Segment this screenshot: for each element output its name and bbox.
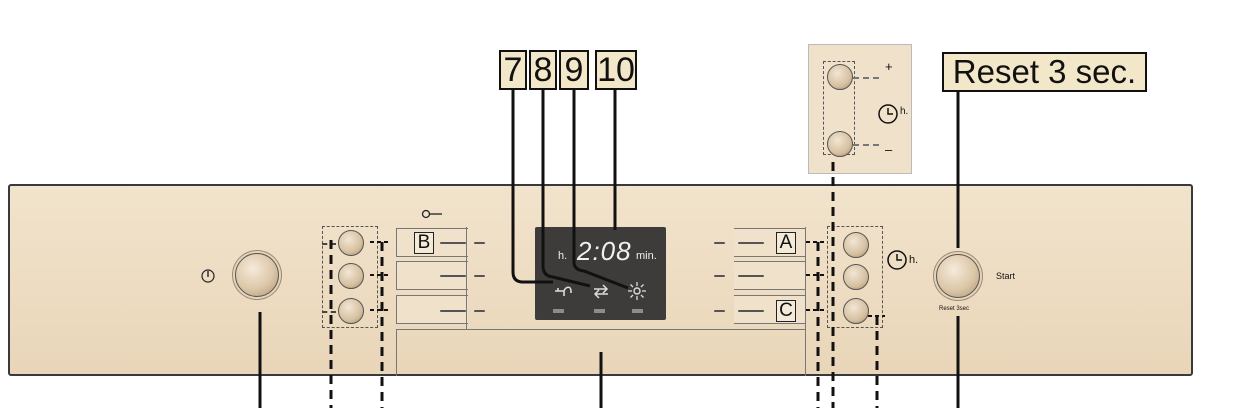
group-tick	[322, 311, 336, 313]
display-time: 2:08	[577, 236, 632, 266]
indicator-line	[738, 275, 764, 277]
right-button-group	[827, 226, 883, 328]
callout-7: 7	[499, 50, 527, 90]
tap-icon	[555, 286, 572, 296]
left-button-group	[322, 226, 378, 328]
power-icon	[201, 269, 215, 283]
display-indicator	[632, 309, 643, 313]
indicator-line	[440, 310, 466, 312]
lower-plate	[396, 329, 806, 376]
inset-minus-label: –	[885, 142, 893, 157]
inset-plus-label: +	[885, 59, 893, 74]
label-a: A	[776, 232, 796, 254]
display-indicator	[553, 309, 564, 313]
indicator-led	[474, 242, 485, 244]
timer-unit-label: h.	[909, 254, 919, 266]
callout-reset: Reset 3 sec.	[942, 52, 1147, 92]
inset-plus-button[interactable]	[827, 64, 853, 90]
leader-7	[511, 90, 553, 284]
group-tick	[322, 243, 336, 245]
indicator-led	[714, 310, 725, 312]
display-hours-unit: h.	[558, 250, 568, 262]
option-button-a[interactable]	[843, 232, 869, 258]
option-button-c[interactable]	[843, 298, 869, 324]
indicator-led	[714, 275, 725, 277]
inset-divider	[853, 144, 879, 146]
leader-8	[541, 90, 591, 288]
callout-9: 9	[559, 50, 589, 90]
program-button-3[interactable]	[338, 298, 364, 324]
indicator-line	[738, 242, 764, 244]
inset-divider	[853, 77, 879, 79]
indicator-led	[474, 275, 485, 277]
leader-9	[572, 90, 629, 290]
callout-10: 10	[595, 50, 637, 90]
label-c: C	[776, 300, 796, 322]
program-button-2[interactable]	[338, 263, 364, 289]
key-icon	[421, 209, 442, 219]
indicator-line	[738, 310, 764, 312]
indicator-led	[714, 242, 725, 244]
label-b: B	[414, 232, 434, 254]
start-button[interactable]	[936, 254, 980, 298]
indicator-line	[440, 275, 466, 277]
display-indicator	[594, 309, 605, 313]
rinse-icon	[593, 284, 609, 299]
sun-icon	[628, 282, 646, 300]
indicator-line	[440, 242, 466, 244]
power-button[interactable]	[235, 253, 279, 297]
program-button-1[interactable]	[338, 230, 364, 256]
inset-timer-unit: h.	[900, 106, 909, 117]
reset-small-label: Reset 3sec	[939, 306, 970, 312]
callout-8: 8	[529, 50, 557, 90]
display	[535, 227, 666, 320]
indicator-led	[474, 310, 485, 312]
display-minutes-unit: min.	[636, 250, 657, 262]
clock-icon	[878, 104, 898, 124]
timer-inset: + – h.	[808, 44, 912, 174]
clock-icon	[887, 250, 907, 270]
inset-minus-button[interactable]	[827, 131, 853, 157]
row-plate-left-3	[396, 295, 468, 324]
option-button-b[interactable]	[843, 264, 869, 290]
start-label: Start	[996, 271, 1016, 281]
